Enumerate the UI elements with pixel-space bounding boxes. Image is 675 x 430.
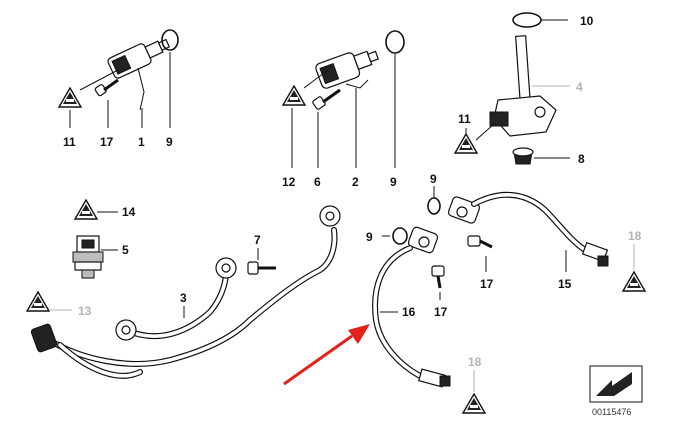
callout-15: 15 xyxy=(558,277,572,291)
warning-triangle-icon xyxy=(454,133,478,154)
callout-18: 18 xyxy=(628,229,642,243)
callout-17: 17 xyxy=(100,135,114,149)
sensor-cable-part-16 xyxy=(372,226,451,388)
warning-triangle-icon xyxy=(74,199,98,220)
sensor-part-2 xyxy=(315,30,405,89)
warning-triangle-icon xyxy=(282,85,306,106)
bolt-part-17b xyxy=(467,235,493,249)
grommet-part-8 xyxy=(512,147,534,165)
callout-12: 12 xyxy=(282,175,296,189)
callout-9: 9 xyxy=(166,135,173,149)
warning-triangle-icon xyxy=(58,87,82,108)
oil-level-sensor-part-4 xyxy=(489,12,570,137)
callout-8: 8 xyxy=(578,152,585,166)
callout-9: 9 xyxy=(430,172,437,186)
bolt-part-17a xyxy=(94,78,119,97)
reference-arrow-icon xyxy=(589,365,643,403)
callout-11: 11 xyxy=(458,112,471,126)
warning-triangle-icon xyxy=(26,291,50,312)
callout-7: 7 xyxy=(254,233,261,247)
callout-17: 17 xyxy=(480,277,494,291)
warning-triangle-icon xyxy=(622,271,646,292)
pressure-switch-part-5 xyxy=(72,235,104,279)
callout-18: 18 xyxy=(468,355,482,369)
callout-2: 2 xyxy=(352,175,359,189)
callout-10: 10 xyxy=(580,14,594,28)
callout-13: 13 xyxy=(78,304,92,318)
wiring-harness-part-3 xyxy=(30,205,341,379)
callout-4: 4 xyxy=(576,80,583,94)
bolt-part-6 xyxy=(312,88,341,110)
bolt-part-17c xyxy=(431,265,445,289)
callout-14: 14 xyxy=(122,205,136,219)
callout-3: 3 xyxy=(180,291,187,305)
callout-9: 9 xyxy=(390,175,397,189)
callout-1: 1 xyxy=(138,135,145,149)
callout-16: 16 xyxy=(402,305,416,319)
callout-9: 9 xyxy=(366,230,373,244)
red-arrow-icon xyxy=(283,324,370,386)
callout-5: 5 xyxy=(122,243,129,257)
callout-11: 11 xyxy=(63,135,76,149)
reference-number: 00115476 xyxy=(592,407,631,417)
sensor-cable-part-15 xyxy=(427,191,609,267)
bolt-part-7 xyxy=(247,261,276,275)
warning-triangle-icon xyxy=(462,393,486,414)
callout-17: 17 xyxy=(434,305,448,319)
sensor-part-1 xyxy=(107,29,179,111)
callout-6: 6 xyxy=(314,175,321,189)
